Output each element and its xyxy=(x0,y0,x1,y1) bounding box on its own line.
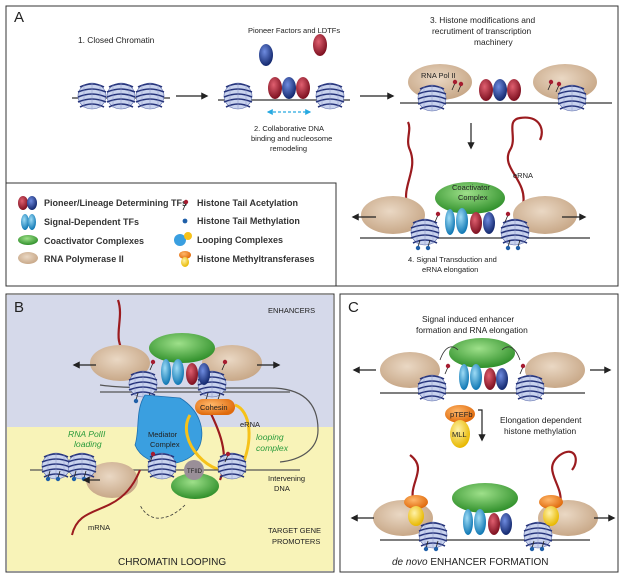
legend-methylation-icon xyxy=(182,218,188,224)
erna-label-a: eRNA xyxy=(513,171,533,180)
mediator-line2: Complex xyxy=(150,440,180,449)
intervening-line1: Intervening xyxy=(268,474,305,483)
closed-chromatin xyxy=(72,82,170,110)
legend-methyltransferase: Histone Methyltransferases xyxy=(197,254,315,264)
legend-looping: Looping Complexes xyxy=(197,235,283,245)
elong-line1: Elongation dependent xyxy=(500,415,582,425)
mll xyxy=(450,420,470,448)
elong-line2: histone methylation xyxy=(504,426,577,436)
pioneer-label: Pioneer Factors and LDTFs xyxy=(248,26,340,35)
mll-label: MLL xyxy=(452,430,467,439)
mrna-label: mRNA xyxy=(88,523,110,532)
erna-label-b: eRNA xyxy=(240,420,260,429)
step2-line3: remodeling xyxy=(270,144,307,153)
step3-line3: machinery xyxy=(474,37,513,47)
legend-rnapol: RNA Polymerase II xyxy=(44,254,124,264)
enhancers-label: ENHANCERS xyxy=(268,306,315,315)
de-novo-caption-italic: de novo xyxy=(392,557,428,568)
pioneer-factor-blue xyxy=(259,44,273,66)
target-line1: TARGET GENE xyxy=(268,526,321,535)
rnapol-loading-line2: loading xyxy=(74,439,102,449)
legend-acetylation: Histone Tail Acetylation xyxy=(197,198,298,208)
open-chromatin xyxy=(218,77,350,110)
step4-line2: eRNA elongation xyxy=(422,265,478,274)
legend-signal-icon xyxy=(21,214,36,230)
de-novo-caption: de novo ENHANCER FORMATION xyxy=(392,557,549,568)
coactivator-line2: Complex xyxy=(458,193,488,202)
step3-chromatin xyxy=(400,64,612,112)
cohesin xyxy=(195,399,235,415)
cohesin-label: Cohesin xyxy=(200,403,228,412)
intervening-line2: DNA xyxy=(274,484,290,493)
enhancer-chromatin-b xyxy=(90,299,319,463)
step4-line1: 4. Signal Transduction and xyxy=(408,255,497,264)
legend-signal: Signal-Dependent TFs xyxy=(44,217,139,227)
mediator-line1: Mediator xyxy=(148,430,178,439)
coactivator-line1: Coactivator xyxy=(452,183,490,192)
target-line2: PROMOTERS xyxy=(272,537,320,546)
panel-c-title-line1: Signal induced enhancer xyxy=(422,314,514,324)
ptefb-label: pTEFb xyxy=(450,410,473,419)
pioneer-factor-red xyxy=(313,34,327,56)
legend-pioneer-icon xyxy=(18,196,37,210)
step3-line1: 3. Histone modifications and xyxy=(430,15,536,25)
rnapol-label: RNA Pol II xyxy=(421,71,456,80)
step2-line2: binding and nucleosome xyxy=(251,134,332,143)
rnapol-loading-line1: RNA PolII xyxy=(68,429,106,439)
legend-box xyxy=(5,182,337,287)
promoter-chromatin-b xyxy=(30,451,300,536)
legend-methyltransferase-icon xyxy=(179,251,191,267)
enhancer-bottom-c xyxy=(373,450,598,552)
step4-chromatin xyxy=(360,116,590,251)
panel-c-letter: C xyxy=(348,299,359,316)
chromatin-looping-caption: CHROMATIN LOOPING xyxy=(118,557,226,568)
legend-coactivator-icon xyxy=(18,235,38,245)
panel-b-letter: B xyxy=(14,299,24,316)
step1-label: 1. Closed Chromatin xyxy=(78,35,155,45)
panel-c-title-line2: formation and RNA elongation xyxy=(416,325,528,335)
step3-line2: recrutiment of transcription xyxy=(432,26,531,36)
arrow-down-c xyxy=(478,409,486,442)
legend-looping-icon xyxy=(174,232,192,246)
looping-complex-line2: complex xyxy=(256,443,289,453)
enhancer-top-c xyxy=(380,338,585,402)
tfiid-label: TFIID xyxy=(187,469,203,475)
step2-line1: 2. Collaborative DNA xyxy=(254,124,324,133)
looping-complex-line1: looping xyxy=(256,432,284,442)
de-novo-caption-rest: ENHANCER FORMATION xyxy=(428,557,549,568)
legend-methylation: Histone Tail Methylation xyxy=(197,216,300,226)
legend-pioneer: Pioneer/Lineage Determining TFs xyxy=(44,198,187,208)
legend-rnapol-icon xyxy=(18,252,38,264)
panel-a-letter: A xyxy=(14,9,24,26)
legend-coactivator: Coactivator Complexes xyxy=(44,236,144,246)
ptefb xyxy=(445,405,475,423)
